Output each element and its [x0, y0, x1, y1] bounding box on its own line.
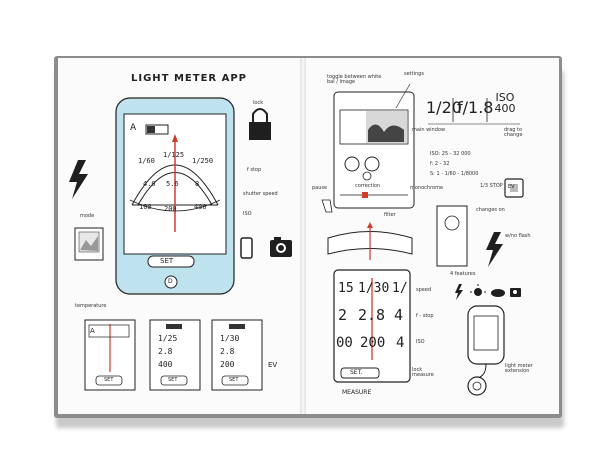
shutter-readout: 1/20 [426, 98, 462, 117]
aperture-value-2: 5.6 [166, 180, 179, 188]
ev-label: EV [268, 361, 278, 369]
set-button-shape [147, 255, 195, 268]
measure-label: MEASURE [342, 389, 372, 396]
set-button[interactable]: SET [160, 257, 174, 265]
screen1-mode: A [90, 327, 95, 335]
shutter-speed-label: shutter speed [243, 191, 278, 197]
big-screen-row2-b: 2.8 [358, 306, 386, 324]
screen3-row2: 2.8 [220, 347, 235, 356]
lock-measure-annotation: lock measure [412, 367, 434, 378]
pause-annotation: pause [312, 185, 328, 191]
page-title: LIGHT METER APP [131, 73, 247, 84]
home-button[interactable]: D [168, 278, 173, 285]
shutter-value-3: 1/250 [192, 157, 214, 165]
speed-annotation: speed [416, 287, 432, 293]
monochrome-annotation: monochrome [410, 185, 444, 191]
iso-readout: ISO 400 [494, 91, 516, 115]
big-screen-row3-c: 4 [396, 335, 405, 351]
screen2-row2: 2.8 [158, 347, 173, 356]
screen3-row3: 200 [220, 360, 235, 369]
needle-tip [172, 134, 178, 142]
flash-bolt-left [69, 160, 88, 199]
screen1-set[interactable]: SET [104, 377, 114, 383]
drag-annotation: drag to change [504, 127, 523, 138]
screen2-row1: 1/25 [158, 334, 178, 343]
big-screen-set-button[interactable]: SET. [350, 369, 363, 376]
screen2-set[interactable]: SET [168, 377, 178, 383]
big-screen-row3-b: 200 [360, 335, 386, 351]
settings-annotation: settings [404, 71, 424, 77]
aperture-value-1: 4.0 [143, 180, 156, 188]
changes-on-annotation: changes on [476, 207, 505, 213]
screen3-row1: 1/30 [220, 334, 240, 343]
big-screen-row1-b: 1/30 [358, 281, 390, 296]
lock-label: lock [253, 100, 264, 106]
mode-label: A [130, 123, 137, 133]
notebook-spine [300, 58, 306, 414]
lock-body [249, 122, 271, 140]
shutter-value-1: 1/60 [138, 157, 155, 165]
main-window-annotation: main window [412, 127, 446, 133]
correction-annotation: correction [355, 183, 381, 189]
iso-value-2: 200 [164, 205, 177, 213]
flash-annotation: w/no flash [505, 233, 531, 239]
big-screen-row2-c: 4 [394, 306, 404, 324]
fstop-label: f stop [247, 167, 262, 173]
f-range: f: 2 - 32 [430, 161, 450, 167]
iso-value-1: 100 [139, 203, 152, 211]
filter-annotation: filter [384, 212, 396, 218]
stop-annotation: 1/3 STOP [480, 183, 503, 189]
big-screen-row3-a: 00 [336, 335, 353, 351]
big-screen-row2-a: 2 [338, 306, 348, 324]
temperature-label: temperature [75, 303, 107, 309]
toggle-annotation: toggle between white bal / image [327, 74, 382, 85]
iso-value-3: 400 [194, 203, 207, 211]
screen2-row3: 400 [158, 360, 173, 369]
iso-annotation-right: ISO [416, 339, 425, 345]
extension-annotation: light meter extension [505, 363, 533, 374]
iso-range: ISO: 25 - 32 000 [430, 151, 471, 157]
fstop-annotation-right: f - stop [416, 313, 434, 319]
toggle-knob [147, 126, 155, 133]
aperture-readout: f/1.8 [457, 98, 494, 117]
big-screen-row1-c: 1/ [392, 281, 408, 296]
screen3-set[interactable]: SET [229, 377, 239, 383]
features-annotation: 4 features [450, 271, 476, 277]
iso-label: ISO [243, 211, 252, 217]
s-range: S: 1 - 1/60 - 1/8000 [430, 171, 479, 177]
aperture-value-3: 8 [195, 180, 200, 188]
shutter-value-2: 1/125 [163, 151, 185, 159]
mode-annotation: mode [80, 213, 95, 219]
ev-badge-label[interactable]: EV [508, 184, 515, 190]
big-screen-row1-a: 15 [338, 281, 354, 296]
toggle-switch [145, 124, 169, 135]
